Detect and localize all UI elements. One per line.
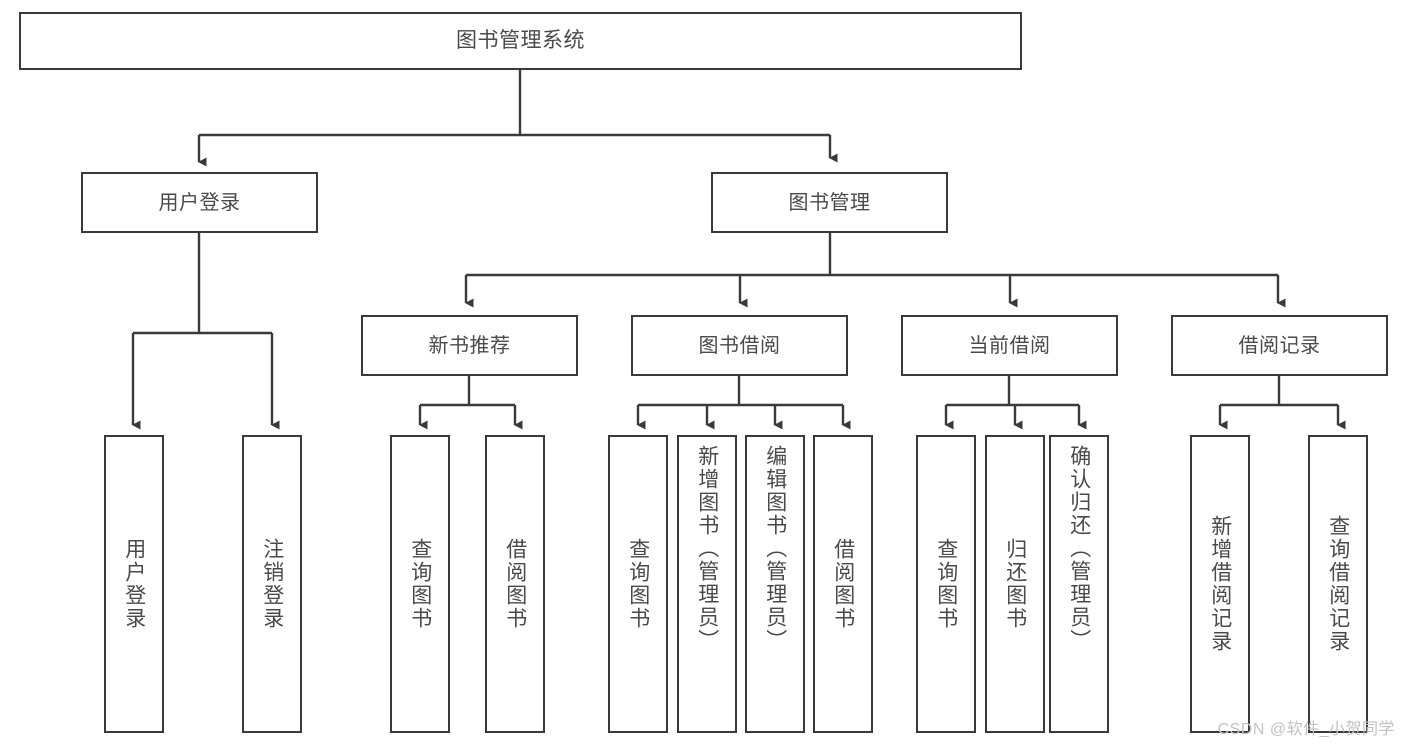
- leaf-book-borrow-borrow[interactable]: 借阅图书: [813, 435, 873, 733]
- node-root-system-label: 图书管理系统: [456, 29, 585, 53]
- watermark: CSDN @软件_小贺同学: [1217, 721, 1395, 738]
- leaf-book-borrow-query[interactable]: 查询图书: [608, 435, 668, 733]
- node-current-borrow-label: 当前借阅: [968, 334, 1051, 357]
- leaf-new-book-query-label: 查询图书: [408, 538, 432, 630]
- leaf-book-borrow-borrow-label: 借阅图书: [831, 538, 855, 630]
- leaf-user-login-login-label: 用户登录: [122, 538, 146, 630]
- leaf-book-borrow-query-label: 查询图书: [626, 538, 650, 630]
- node-borrow-record[interactable]: 借阅记录: [1171, 315, 1388, 376]
- node-book-management[interactable]: 图书管理: [711, 172, 948, 233]
- node-book-management-label: 图书管理: [788, 191, 871, 214]
- node-book-borrow-label: 图书借阅: [698, 334, 781, 357]
- leaf-new-book-query[interactable]: 查询图书: [390, 435, 450, 733]
- leaf-current-borrow-query-label: 查询图书: [934, 538, 958, 630]
- node-user-login-label: 用户登录: [158, 191, 241, 214]
- leaf-user-login-logout[interactable]: 注销登录: [242, 435, 302, 733]
- leaf-borrow-record-query[interactable]: 查询借阅记录: [1308, 435, 1368, 733]
- leaf-borrow-record-add-label: 新增借阅记录: [1208, 515, 1232, 653]
- leaf-book-borrow-edit-label: 编辑图书（管理员）: [763, 445, 787, 652]
- leaf-book-borrow-add[interactable]: 新增图书（管理员）: [677, 435, 737, 733]
- node-borrow-record-label: 借阅记录: [1238, 334, 1321, 357]
- leaf-borrow-record-query-label: 查询借阅记录: [1326, 515, 1350, 653]
- node-user-login[interactable]: 用户登录: [81, 172, 318, 233]
- leaf-new-book-borrow[interactable]: 借阅图书: [485, 435, 545, 733]
- leaf-borrow-record-add[interactable]: 新增借阅记录: [1190, 435, 1250, 733]
- leaf-current-borrow-query[interactable]: 查询图书: [916, 435, 976, 733]
- leaf-current-borrow-confirm-return[interactable]: 确认归还（管理员）: [1049, 435, 1109, 733]
- leaf-book-borrow-add-label: 新增图书（管理员）: [695, 445, 719, 652]
- leaf-user-login-login[interactable]: 用户登录: [104, 435, 164, 733]
- node-root-system[interactable]: 图书管理系统: [19, 12, 1022, 70]
- node-current-borrow[interactable]: 当前借阅: [901, 315, 1118, 376]
- leaf-current-borrow-return[interactable]: 归还图书: [985, 435, 1045, 733]
- node-book-borrow[interactable]: 图书借阅: [631, 315, 848, 376]
- leaf-user-login-logout-label: 注销登录: [260, 538, 284, 630]
- leaf-book-borrow-edit[interactable]: 编辑图书（管理员）: [745, 435, 805, 733]
- node-new-book-recommend[interactable]: 新书推荐: [361, 315, 578, 376]
- leaf-current-borrow-confirm-return-label: 确认归还（管理员）: [1067, 445, 1091, 652]
- leaf-current-borrow-return-label: 归还图书: [1003, 538, 1027, 630]
- node-new-book-recommend-label: 新书推荐: [428, 334, 511, 357]
- leaf-new-book-borrow-label: 借阅图书: [503, 538, 527, 630]
